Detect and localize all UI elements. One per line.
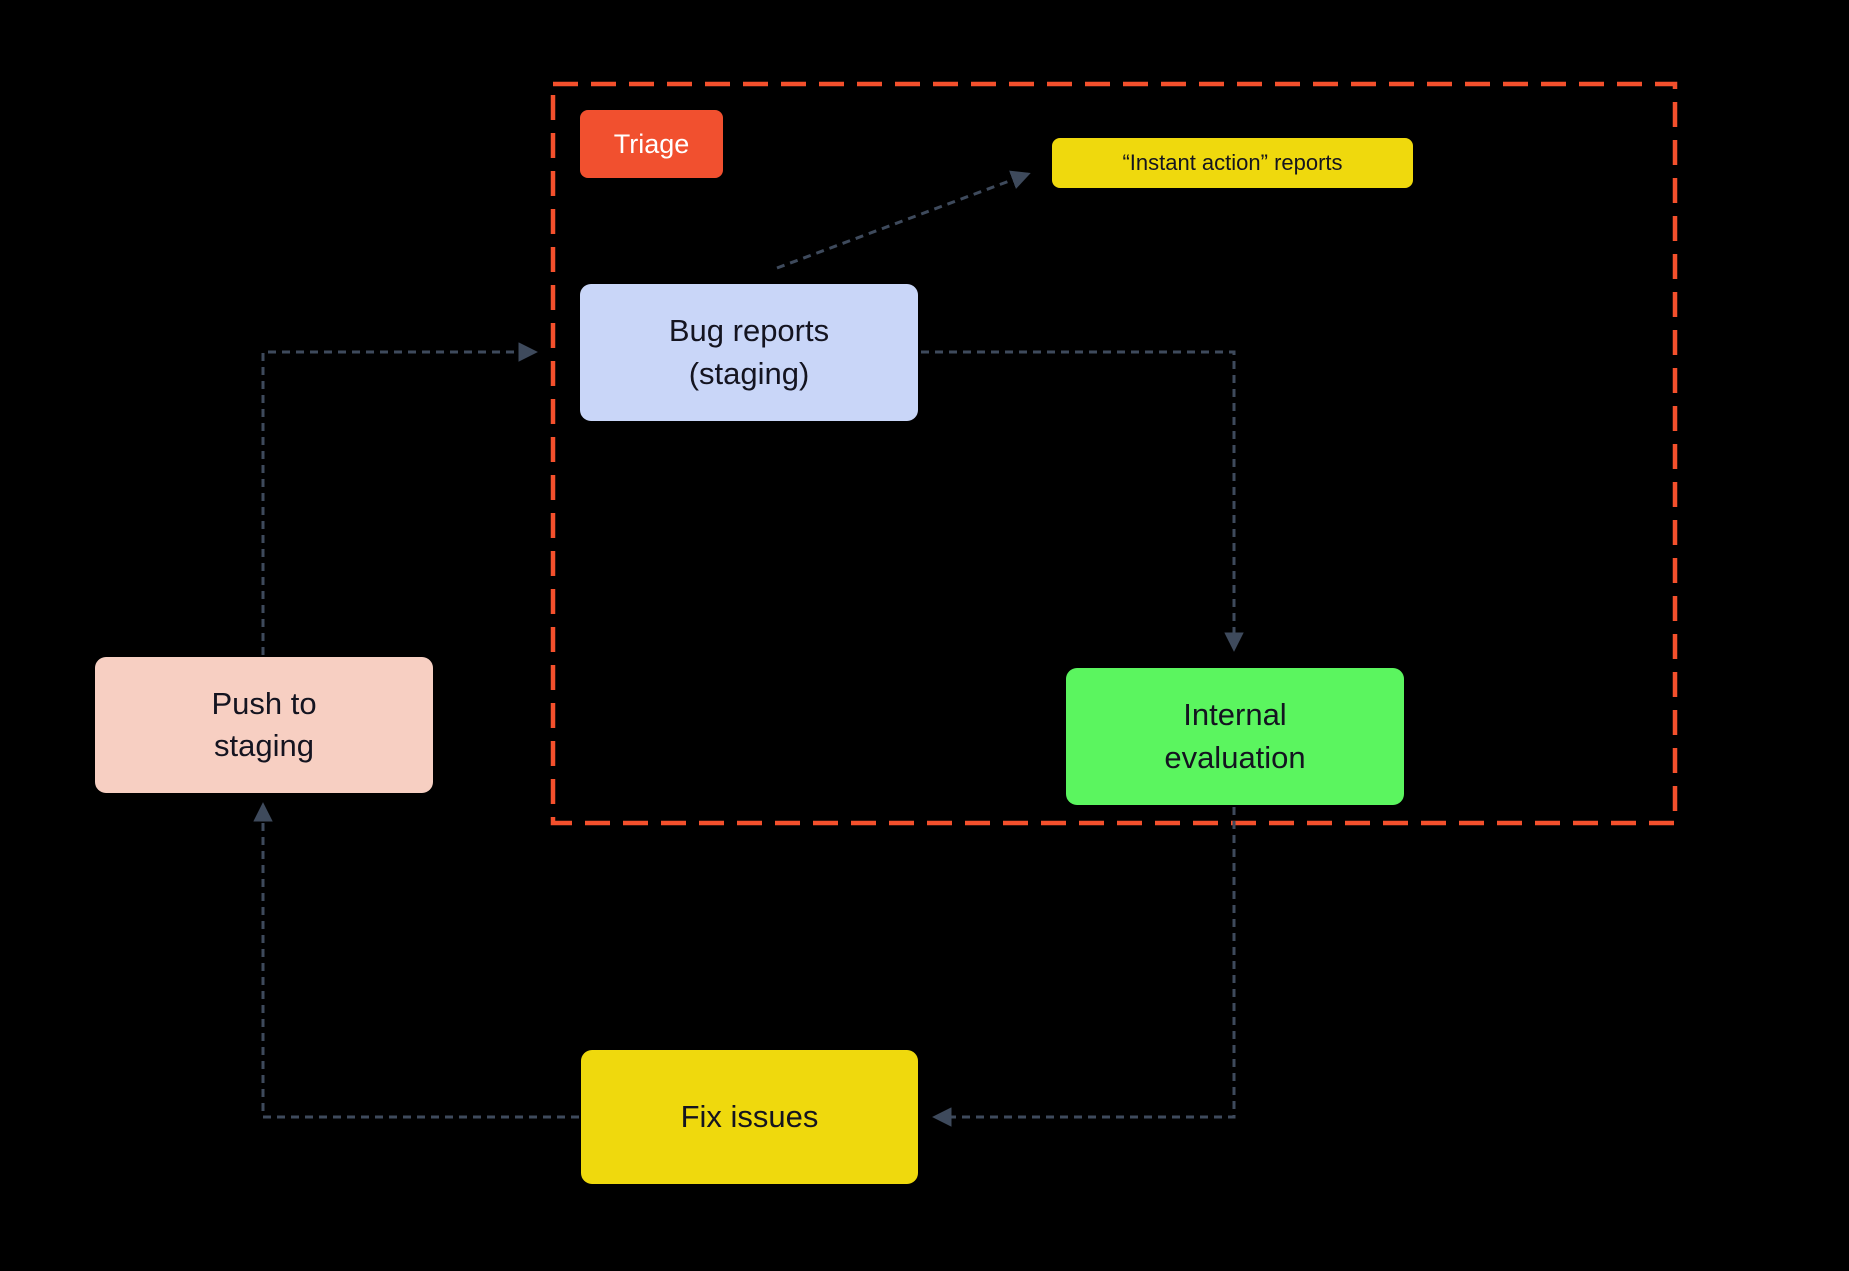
node-internal-evaluation[interactable]: Internal evaluation <box>1066 668 1404 805</box>
node-internal-evaluation-label: Internal evaluation <box>1164 697 1306 775</box>
edge-push-to-bug[interactable] <box>261 342 538 655</box>
node-fix-issues[interactable]: Fix issues <box>581 1050 918 1184</box>
edge-bug-to-internal[interactable] <box>921 350 1244 652</box>
edge-fix-to-push[interactable] <box>253 802 579 1119</box>
triage-group-label[interactable]: Triage <box>580 110 723 178</box>
edge-internal-to-fix[interactable] <box>932 807 1236 1127</box>
node-bug-reports-staging-label: Bug reports (staging) <box>668 313 830 391</box>
edge-bug-to-instant[interactable] <box>776 170 1031 270</box>
node-fix-issues-label: Fix issues <box>680 1098 819 1134</box>
node-bug-reports-staging[interactable]: Bug reports (staging) <box>580 284 918 421</box>
node-instant-action-reports[interactable]: “Instant action” reports <box>1052 138 1413 188</box>
triage-group-border <box>550 81 1678 826</box>
node-push-to-staging-label: Push to staging <box>211 685 317 763</box>
triage-group-label-text: Triage <box>613 128 690 159</box>
node-push-to-staging[interactable]: Push to staging <box>95 657 433 793</box>
node-instant-action-reports-label: “Instant action” reports <box>1122 150 1343 176</box>
